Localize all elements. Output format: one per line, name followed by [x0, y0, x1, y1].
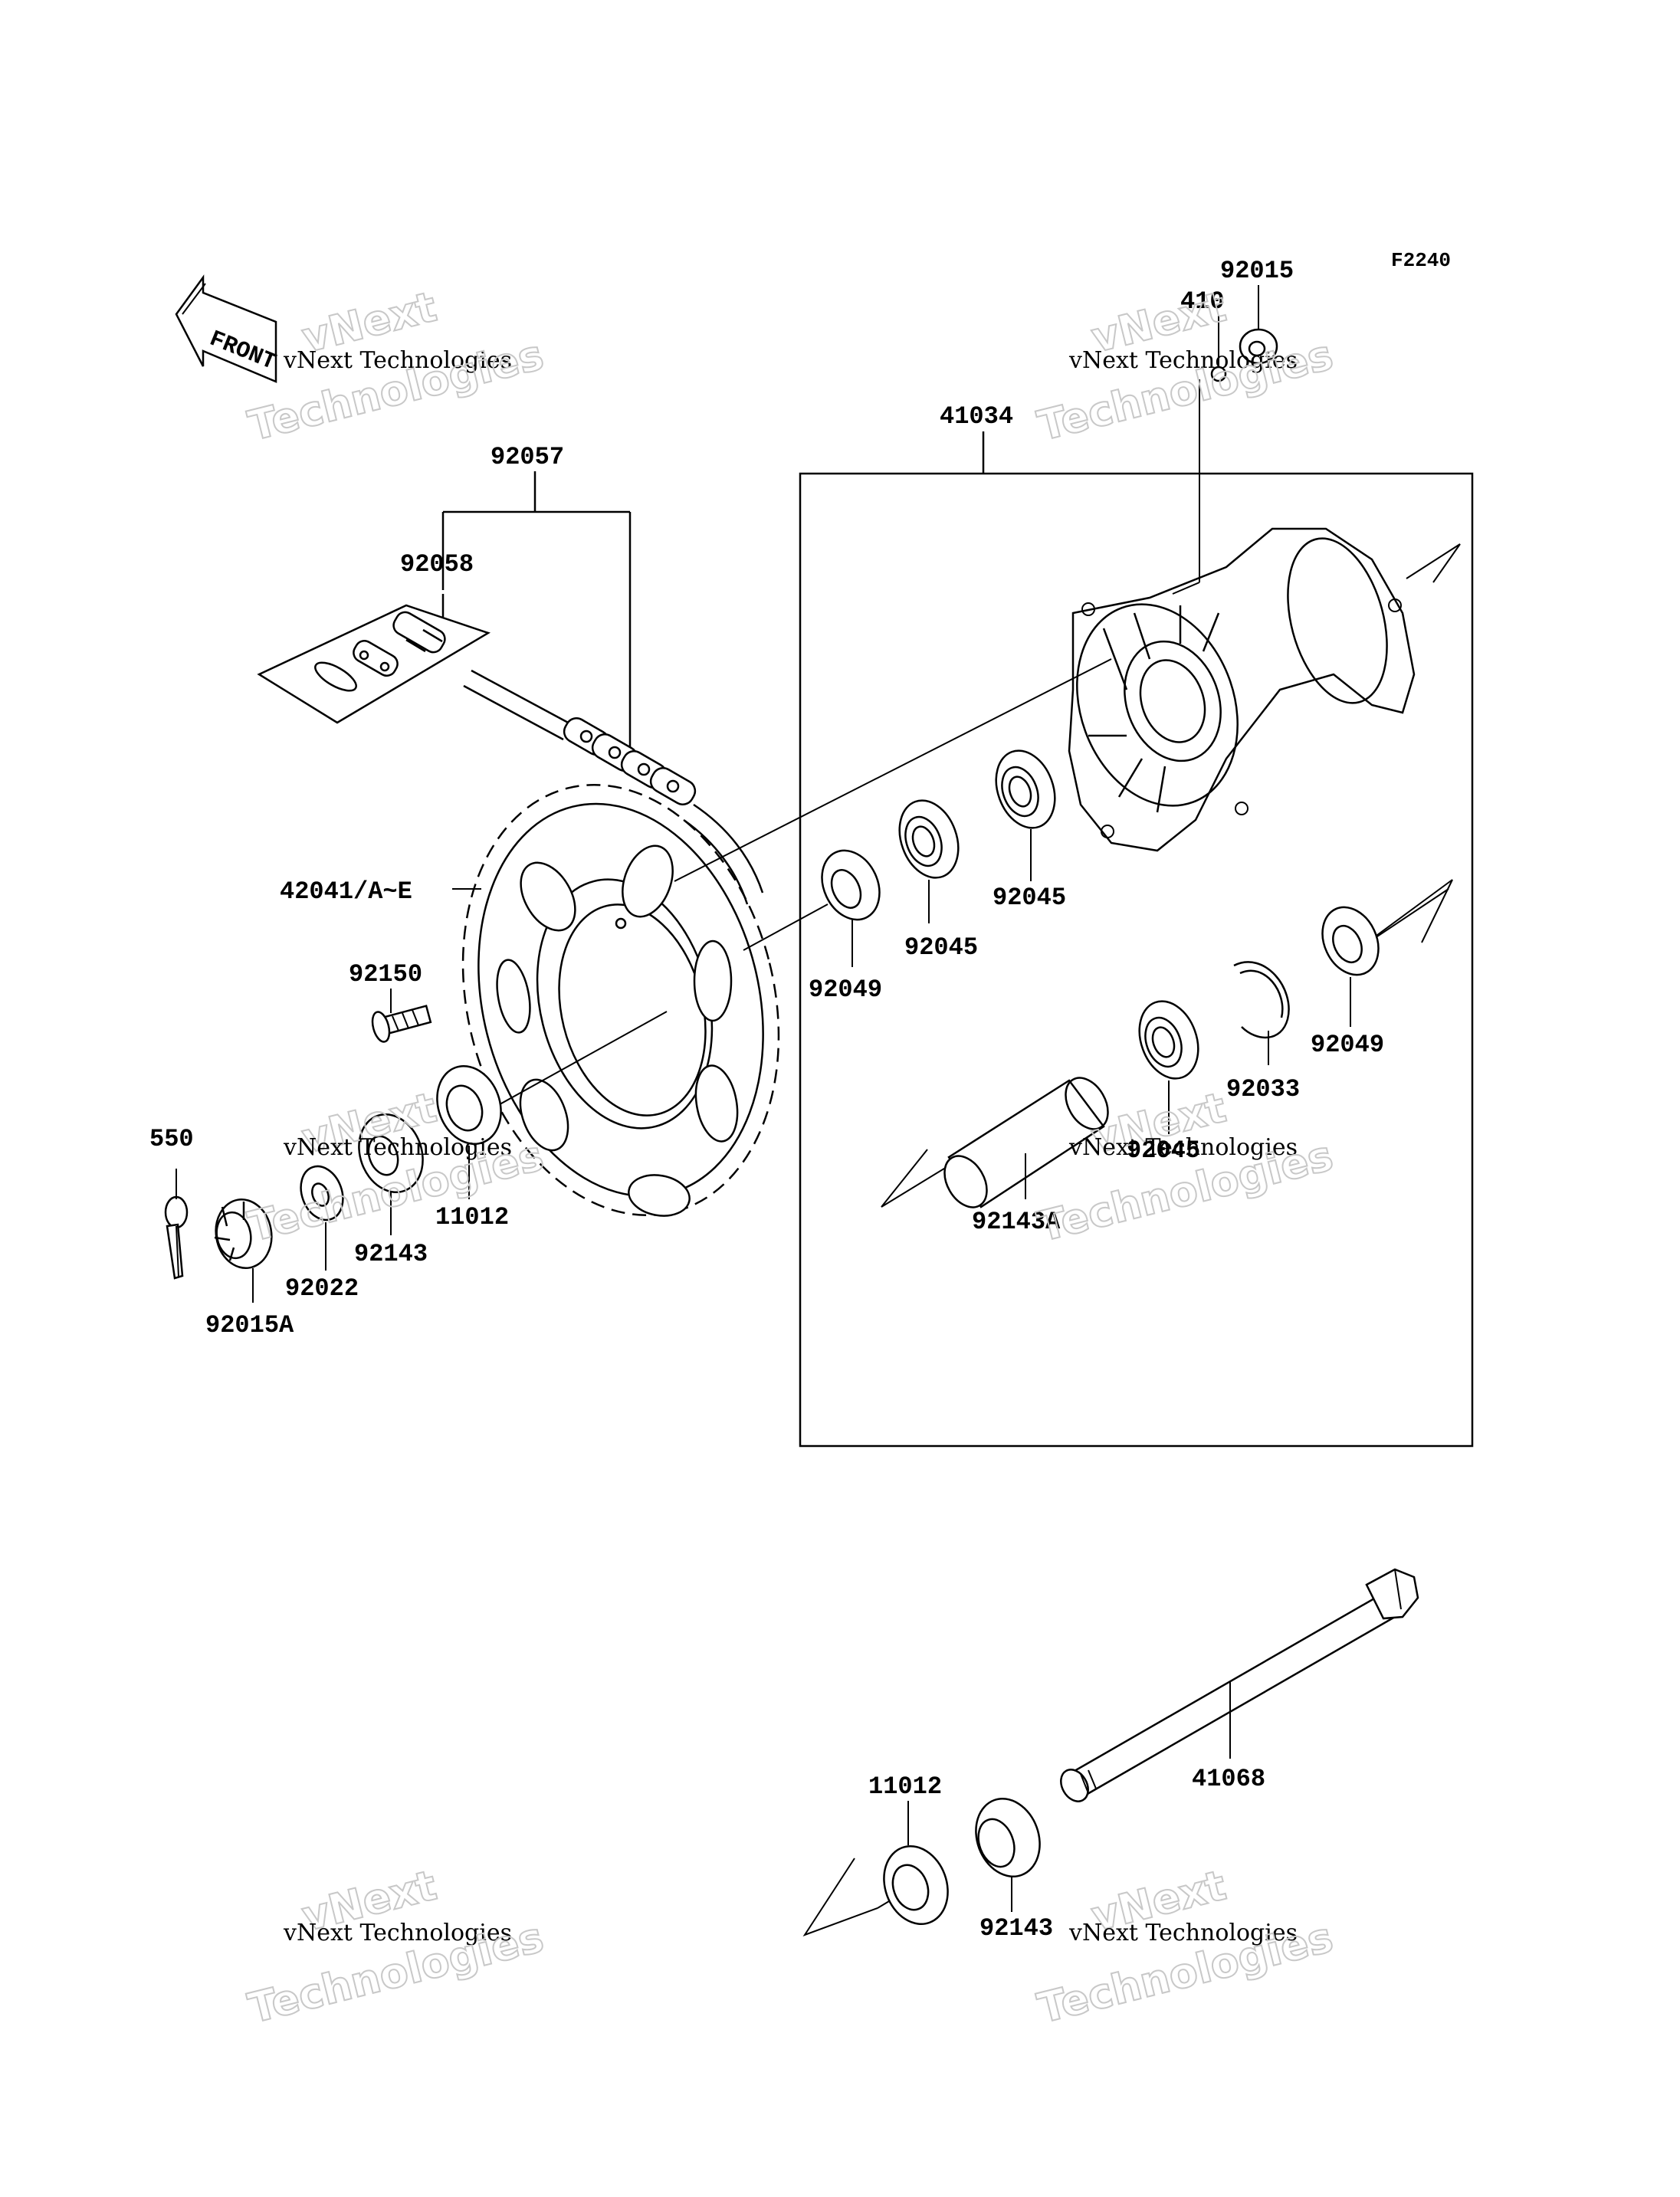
rear-hub [1068, 527, 1416, 852]
hub-assembly-box [799, 472, 1474, 1448]
label-41034: 41034 [940, 402, 1013, 431]
label-92033: 92033 [1226, 1075, 1300, 1103]
label-92015: 92015 [1220, 257, 1294, 285]
centerlines [459, 543, 1461, 1936]
svg-text:vNext Technologies: vNext Technologies [283, 1134, 512, 1161]
oil-seal-11012-lower [883, 1845, 949, 1925]
bearing-92045-a [898, 799, 960, 879]
watermark-bottom-left: vNext vNext Technologies Technologies [243, 1861, 549, 2034]
label-92045-c: 92045 [1127, 1136, 1200, 1165]
collar-92143-lower [975, 1798, 1041, 1877]
label-11012-left: 11012 [435, 1203, 509, 1231]
label-92049-right: 92049 [1311, 1031, 1384, 1059]
collar-92143-left [358, 1113, 424, 1193]
collar-92143A [943, 1077, 1109, 1208]
label-92143-lower: 92143 [979, 1914, 1053, 1943]
svg-text:vNext Technologies: vNext Technologies [283, 347, 512, 374]
label-92045-b: 92045 [993, 884, 1066, 912]
drive-chain [463, 669, 764, 905]
svg-text:vNext Technologies: vNext Technologies [1068, 1920, 1298, 1946]
washer-410 [1210, 366, 1227, 382]
label-11012-lower: 11012 [868, 1772, 942, 1801]
master-link-kit [257, 604, 491, 724]
label-92015A: 92015A [205, 1311, 294, 1340]
oil-seal-92049-right [1321, 906, 1380, 976]
bearing-92045-c [1138, 1000, 1199, 1080]
castle-nut-92015A [214, 1198, 273, 1270]
label-410: 410 [1180, 287, 1225, 316]
circlip-92033 [1233, 961, 1290, 1039]
axle-41068 [1060, 1568, 1419, 1802]
cotter-pin-550 [164, 1195, 189, 1280]
label-92143-left: 92143 [354, 1240, 428, 1268]
figure-code: F2240 [1391, 249, 1451, 272]
chain-bracket [441, 471, 632, 755]
label-92150: 92150 [349, 960, 422, 989]
label-92143A: 92143A [972, 1208, 1061, 1236]
watermark-top-right: vNext vNext Technologies Technologies [1032, 282, 1338, 451]
watermark-top-left: vNext vNext Technologies Technologies [243, 282, 549, 451]
watermark-bottom-right: vNext vNext Technologies Technologies [1032, 1861, 1338, 2034]
label-92022: 92022 [285, 1274, 359, 1303]
rear-sprocket [461, 784, 780, 1217]
svg-text:vNext Technologies: vNext Technologies [1068, 1134, 1298, 1161]
washer-92022 [300, 1165, 344, 1221]
bearing-92045-b [995, 749, 1056, 829]
label-41068: 41068 [1192, 1765, 1265, 1793]
label-550: 550 [149, 1125, 194, 1153]
leader-lines [176, 285, 1351, 1912]
svg-text:vNext Technologies: vNext Technologies [1068, 347, 1298, 374]
label-92057: 92057 [491, 443, 564, 471]
label-92049-left: 92049 [809, 976, 882, 1004]
label-92045-a: 92045 [904, 933, 978, 962]
bolt-92150 [371, 1005, 432, 1043]
oil-seal-92049-left [821, 849, 881, 921]
label-42041: 42041/A~E [280, 877, 412, 906]
front-arrow-icon: FRONT [175, 274, 279, 383]
label-92058: 92058 [400, 550, 474, 579]
oil-seal-11012-left [436, 1065, 502, 1145]
svg-text:vNext Technologies: vNext Technologies [283, 1920, 512, 1946]
